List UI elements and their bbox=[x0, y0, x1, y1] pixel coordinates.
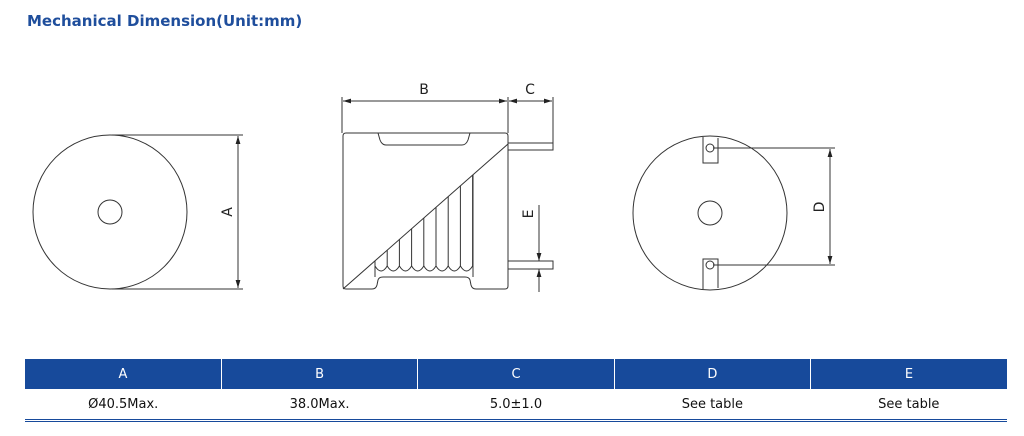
coil-winding-bumps bbox=[374, 265, 474, 272]
dim-d-label: D bbox=[812, 202, 828, 213]
section-title: Mechanical Dimension(Unit:mm) bbox=[27, 12, 303, 30]
bottom-view: D bbox=[632, 135, 835, 291]
header-a: A bbox=[25, 359, 222, 389]
value-b: 38.0Max. bbox=[221, 389, 418, 422]
side-view: B C E bbox=[341, 82, 554, 292]
header-e: E bbox=[810, 359, 1007, 389]
dim-e-label: E bbox=[521, 210, 537, 219]
top-view: A bbox=[32, 134, 243, 290]
table-row: Ø40.5Max. 38.0Max. 5.0±1.0 See table See… bbox=[25, 389, 1007, 422]
header-c: C bbox=[417, 359, 615, 389]
dim-a-label: A bbox=[220, 207, 236, 217]
value-e: See table bbox=[810, 389, 1007, 422]
value-a: Ø40.5Max. bbox=[25, 389, 222, 422]
header-d: D bbox=[613, 359, 811, 389]
mechanical-drawing: A B C E D bbox=[32, 82, 835, 292]
dim-c-label: C bbox=[525, 82, 535, 98]
dimension-table: A B C D E Ø40.5Max. 38.0Max. 5.0±1.0 See… bbox=[25, 359, 1007, 422]
value-d: See table bbox=[614, 389, 811, 422]
dim-b-label: B bbox=[419, 82, 429, 98]
value-c: 5.0±1.0 bbox=[417, 389, 615, 422]
header-b: B bbox=[220, 359, 418, 389]
